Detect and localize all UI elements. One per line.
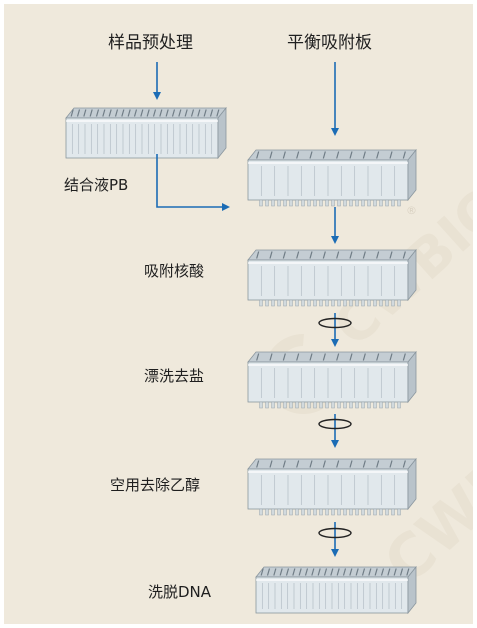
- label-remove-ethanol: 空用去除乙醇: [110, 476, 201, 494]
- 96-well-plate-icon: [247, 248, 417, 307]
- spin-ring-icon: [318, 527, 352, 539]
- label-sample-pretreatment: 样品预处理: [108, 33, 193, 53]
- label-equilibrate-plate: 平衡吸附板: [287, 33, 372, 53]
- label-binding-buffer: 结合液PB: [64, 176, 129, 194]
- arrow-bend-icon: [156, 154, 230, 211]
- 96-well-plate-icon: [255, 565, 417, 615]
- label-elute: 洗脱DNA: [148, 583, 212, 601]
- 96-well-plate-icon: [65, 106, 227, 160]
- spin-ring-icon: [318, 418, 352, 430]
- label-wash: 漂洗去盐: [144, 367, 205, 385]
- label-adsorb: 吸附核酸: [144, 262, 205, 280]
- arrows-layer: [153, 62, 352, 557]
- 96-well-plate-icon: [247, 457, 417, 516]
- plates-layer: [65, 106, 417, 615]
- 96-well-plate-icon: [247, 148, 417, 207]
- protocol-diagram: CWBIO CWB ® 样品预处理 平衡吸附板 结合液PB: [4, 4, 473, 624]
- registered-mark: ®: [406, 204, 417, 217]
- spin-ring-icon: [318, 317, 352, 329]
- 96-well-plate-icon: [247, 350, 417, 409]
